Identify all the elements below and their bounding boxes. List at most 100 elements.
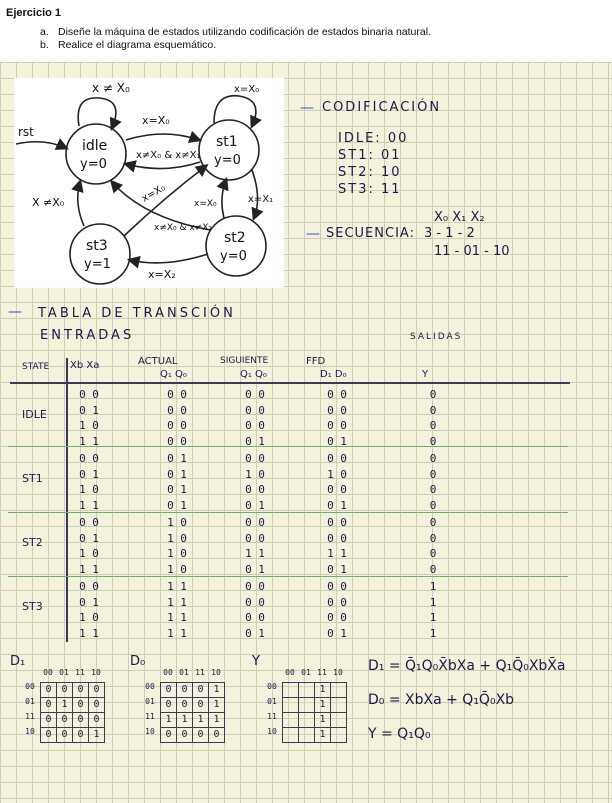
table-cell-act: 1 0 (167, 547, 187, 560)
secuencia-head: X₀ X₁ X₂ (434, 210, 485, 225)
kmap-row-label: 01 (145, 697, 155, 706)
table-cell-act: 1 1 (167, 595, 187, 609)
exercise-item-a: a.Diseñe la máquina de estados utilizand… (40, 26, 431, 38)
table-state-label: IDLE (22, 408, 47, 421)
table-cell-sig: 0 1 (245, 626, 265, 640)
state-st1-name: st1 (216, 134, 238, 150)
table-state-label: ST3 (22, 600, 43, 613)
rst-label: rst (18, 125, 34, 139)
col-actual-sub: Q₁ Q₀ (160, 369, 187, 380)
kmap-cell: 0 (88, 712, 105, 728)
table-cell-ffd: 0 1 (327, 434, 347, 448)
kmap-cell: 0 (208, 727, 225, 743)
table-cell-in: 0 1 (79, 531, 99, 545)
table-cell-ffd: 0 0 (327, 595, 347, 609)
kmap-name: Y (252, 654, 260, 669)
codificacion-list: IDLE: 00 ST1: 01 ST2: 10 ST3: 11 (338, 131, 409, 197)
table-cell-ffd: 0 0 (327, 580, 347, 593)
secuencia-dash: — (306, 226, 320, 242)
kmap-cell: 1 (56, 697, 73, 713)
tabla-salidas: SALIDAS (410, 332, 463, 342)
kmap-col-label: 10 (91, 668, 101, 677)
col-sig: SIGUIENTE (220, 356, 269, 366)
exercise-title: Ejercicio 1 (6, 7, 62, 19)
kmap-cell: 0 (88, 697, 105, 713)
table-cell-y: 0 (429, 419, 437, 432)
table-header-line (10, 382, 570, 384)
col-actual: ACTUAL (138, 356, 178, 367)
table-cell-sig: 0 0 (245, 595, 265, 609)
kmap-cell: 0 (40, 697, 57, 713)
table-state-label: ST1 (22, 472, 43, 485)
kmap-col-label: 01 (179, 668, 189, 677)
kmap-col-label: 00 (163, 668, 173, 677)
kmap-cell: 1 (88, 727, 105, 743)
secuencia-line2: 11 - 01 - 10 (434, 244, 510, 259)
col-y: Y (422, 369, 429, 380)
table-cell-ffd: 0 0 (327, 419, 347, 432)
table-cell-sig: 0 0 (245, 419, 265, 432)
kmap-cell: 0 (160, 727, 177, 743)
kmap-col-label: 11 (317, 668, 327, 677)
kmap-col-label: 10 (333, 668, 343, 677)
table-cell-act: 0 1 (167, 467, 187, 481)
kmap-cell: 0 (160, 697, 177, 713)
kmap-cell (282, 712, 299, 728)
table-cell-y: 0 (429, 452, 437, 465)
kmap-cell (330, 712, 347, 728)
table-cell-ffd: 0 1 (327, 626, 347, 640)
kmap-col-label: 10 (211, 668, 221, 677)
table-cell-in: 0 1 (79, 595, 99, 609)
kmap-row-label: 00 (25, 682, 35, 691)
kmap-cell (330, 727, 347, 743)
kmap-cell: 0 (160, 682, 177, 698)
table-cell-y: 1 (429, 626, 437, 640)
table-cell-sig: 1 1 (245, 547, 265, 560)
kmap-cell: 1 (192, 712, 209, 728)
table-cell-ffd: 0 1 (327, 562, 347, 576)
kmap-row-label: 11 (145, 712, 155, 721)
table-group-divider (8, 512, 568, 513)
state-idle (65, 123, 127, 185)
tabla-dash: — (8, 304, 22, 320)
table-group-divider (8, 446, 568, 447)
table-cell-act: 1 0 (167, 531, 187, 545)
table-cell-in: 0 0 (79, 452, 99, 465)
table-cell-ffd: 0 0 (327, 452, 347, 465)
exercise-items: a.Diseñe la máquina de estados utilizand… (40, 26, 431, 52)
equation-d0: D₀ = XbXa + Q₁Q̄₀Xb (368, 692, 515, 708)
exercise-header: Ejercicio 1 a.Diseñe la máquina de estad… (0, 0, 612, 62)
table-cell-act: 1 1 (167, 611, 187, 624)
kmap-cell (298, 697, 315, 713)
col-state: STATE (22, 362, 50, 372)
table-cell-y: 0 (429, 516, 437, 529)
table-cell-sig: 0 0 (245, 516, 265, 529)
notebook-paper: rst idle y=0 st1 y=0 st2 y=0 st3 y=1 x ≠… (0, 62, 612, 803)
kmap-cell: 0 (88, 682, 105, 698)
table-cell-ffd: 0 0 (327, 611, 347, 624)
table-cell-sig: 0 0 (245, 388, 265, 401)
table-cell-in: 1 1 (79, 562, 99, 576)
tabla-title: TABLA DE TRANSCIÓN (38, 306, 236, 321)
kmap-row-label: 00 (145, 682, 155, 691)
col-in: Xb Xa (70, 360, 100, 371)
kmap-cell: 0 (176, 682, 193, 698)
kmap-row-label: 00 (267, 682, 277, 691)
table-cell-y: 0 (429, 403, 437, 417)
state-diagram: rst idle y=0 st1 y=0 st2 y=0 st3 y=1 x ≠… (14, 78, 284, 288)
table-cell-in: 1 0 (79, 483, 99, 496)
exercise-item-b: b.Realice el diagrama esquemático. (40, 39, 217, 51)
table-cell-act: 0 1 (167, 452, 187, 465)
kmap-col-label: 11 (75, 668, 85, 677)
kmap-cell: 0 (72, 712, 89, 728)
table-cell-sig: 0 0 (245, 483, 265, 496)
table-cell-ffd: 1 0 (327, 467, 347, 481)
table-cell-ffd: 0 1 (327, 498, 347, 512)
kmap-cell: 1 (208, 697, 225, 713)
kmap-name: D₀ (130, 654, 146, 669)
kmap-cell: 0 (40, 712, 57, 728)
label-st1-st2: x=X₁ (248, 194, 273, 205)
table-cell-in: 0 0 (79, 388, 99, 401)
kmap-cell: 1 (160, 712, 177, 728)
label-st2-st1: x=X₀ (194, 199, 217, 209)
